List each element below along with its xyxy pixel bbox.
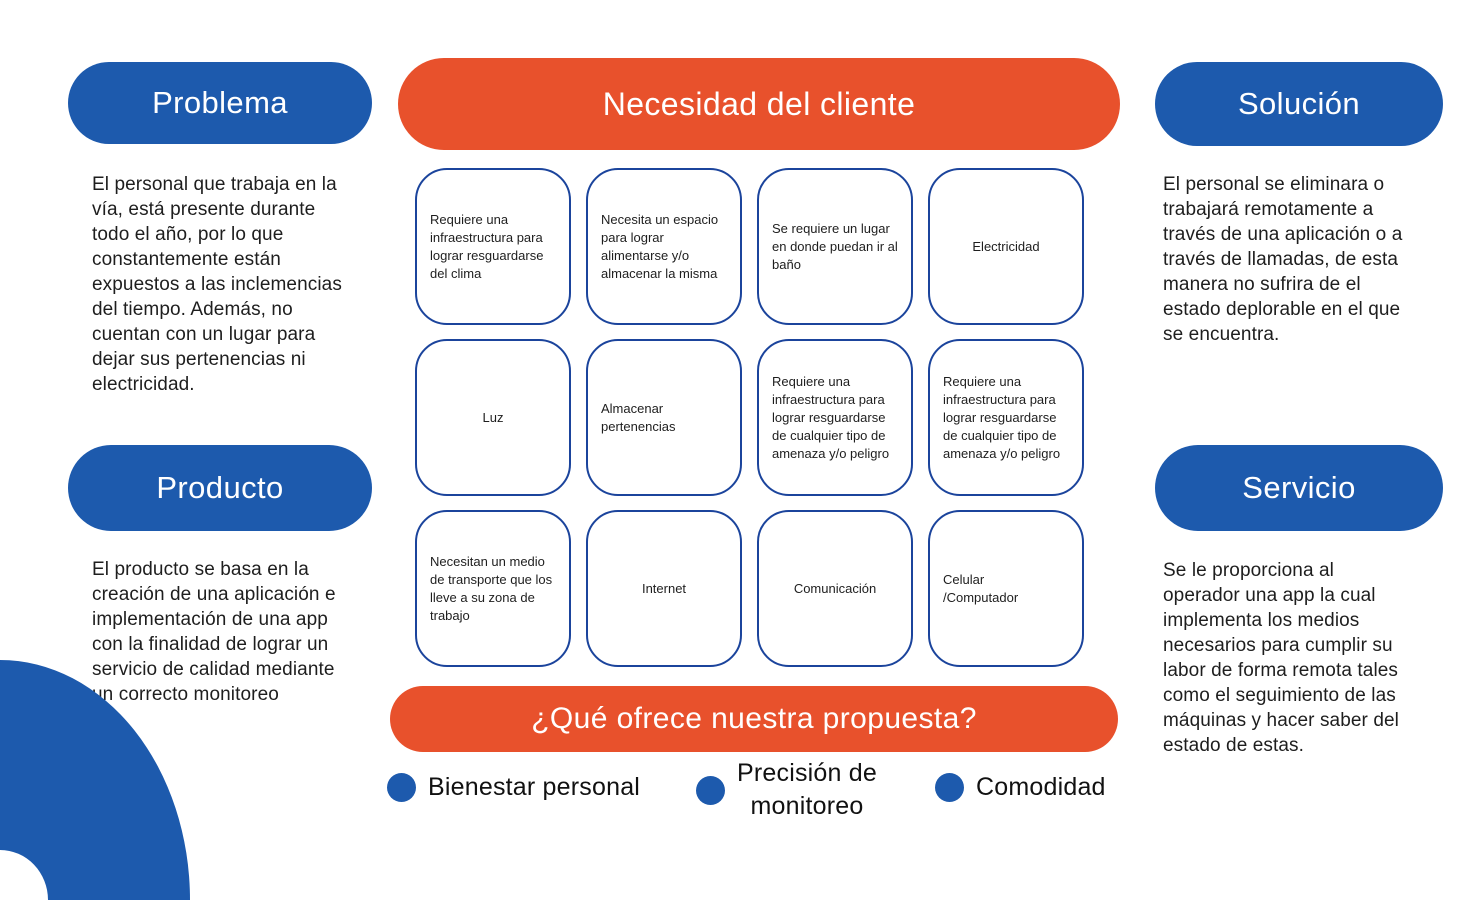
servicio-title: Servicio: [1242, 470, 1356, 505]
need-cell-almacenar: Almacenar pertenencias: [586, 339, 742, 496]
benefit-item-comodidad: Comodidad: [935, 773, 1106, 802]
needs-grid: Requiere una infraestructura para lograr…: [415, 168, 1084, 667]
producto-title: Producto: [156, 470, 284, 505]
problema-body: El personal que trabaja en la vía, está …: [92, 174, 342, 395]
benefit-label: Comodidad: [976, 773, 1106, 801]
corner-arc-decoration: [0, 660, 190, 900]
producto-body: El producto se basa en la creación de un…: [92, 559, 336, 705]
bullet-dot-icon: [387, 773, 416, 802]
servicio-header-pill: Servicio: [1155, 445, 1443, 531]
benefit-item-precision: Precisión de monitoreo: [696, 757, 877, 823]
necesidad-title: Necesidad del cliente: [602, 85, 916, 122]
servicio-body: Se le proporciona al operador una app la…: [1163, 560, 1400, 756]
necesidad-header-pill: Necesidad del cliente: [398, 58, 1120, 150]
propuesta-title: ¿Qué ofrece nuestra propuesta?: [531, 702, 977, 735]
need-cell-amenaza-1: Requiere una infraestructura para lograr…: [757, 339, 913, 496]
need-cell-comunicacion: Comunicación: [757, 510, 913, 667]
need-cell-celular: Celular /Computador: [928, 510, 1084, 667]
problema-header-pill: Problema: [68, 62, 372, 144]
need-cell-electricidad: Electricidad: [928, 168, 1084, 325]
need-cell-clima: Requiere una infraestructura para lograr…: [415, 168, 571, 325]
need-cell-luz: Luz: [415, 339, 571, 496]
need-cell-alimentarse: Necesita un espacio para lograr alimenta…: [586, 168, 742, 325]
need-cell-internet: Internet: [586, 510, 742, 667]
need-cell-bano: Se requiere un lugar en donde puedan ir …: [757, 168, 913, 325]
problema-title: Problema: [152, 85, 288, 120]
solucion-title: Solución: [1237, 86, 1361, 121]
bullet-dot-icon: [696, 775, 725, 805]
need-cell-amenaza-2: Requiere una infraestructura para lograr…: [928, 339, 1084, 496]
need-cell-transporte: Necesitan un medio de transporte que los…: [415, 510, 571, 667]
benefit-item-bienestar: Bienestar personal: [387, 773, 640, 802]
producto-header-pill: Producto: [68, 445, 372, 531]
propuesta-header-pill: ¿Qué ofrece nuestra propuesta?: [390, 686, 1118, 752]
solucion-header-pill: Solución: [1155, 62, 1443, 146]
solucion-body: El personal se eliminara o trabajará rem…: [1163, 174, 1403, 345]
benefit-label: Precisión de monitoreo: [737, 759, 877, 820]
benefit-label: Bienestar personal: [428, 773, 641, 801]
bullet-dot-icon: [935, 773, 964, 802]
